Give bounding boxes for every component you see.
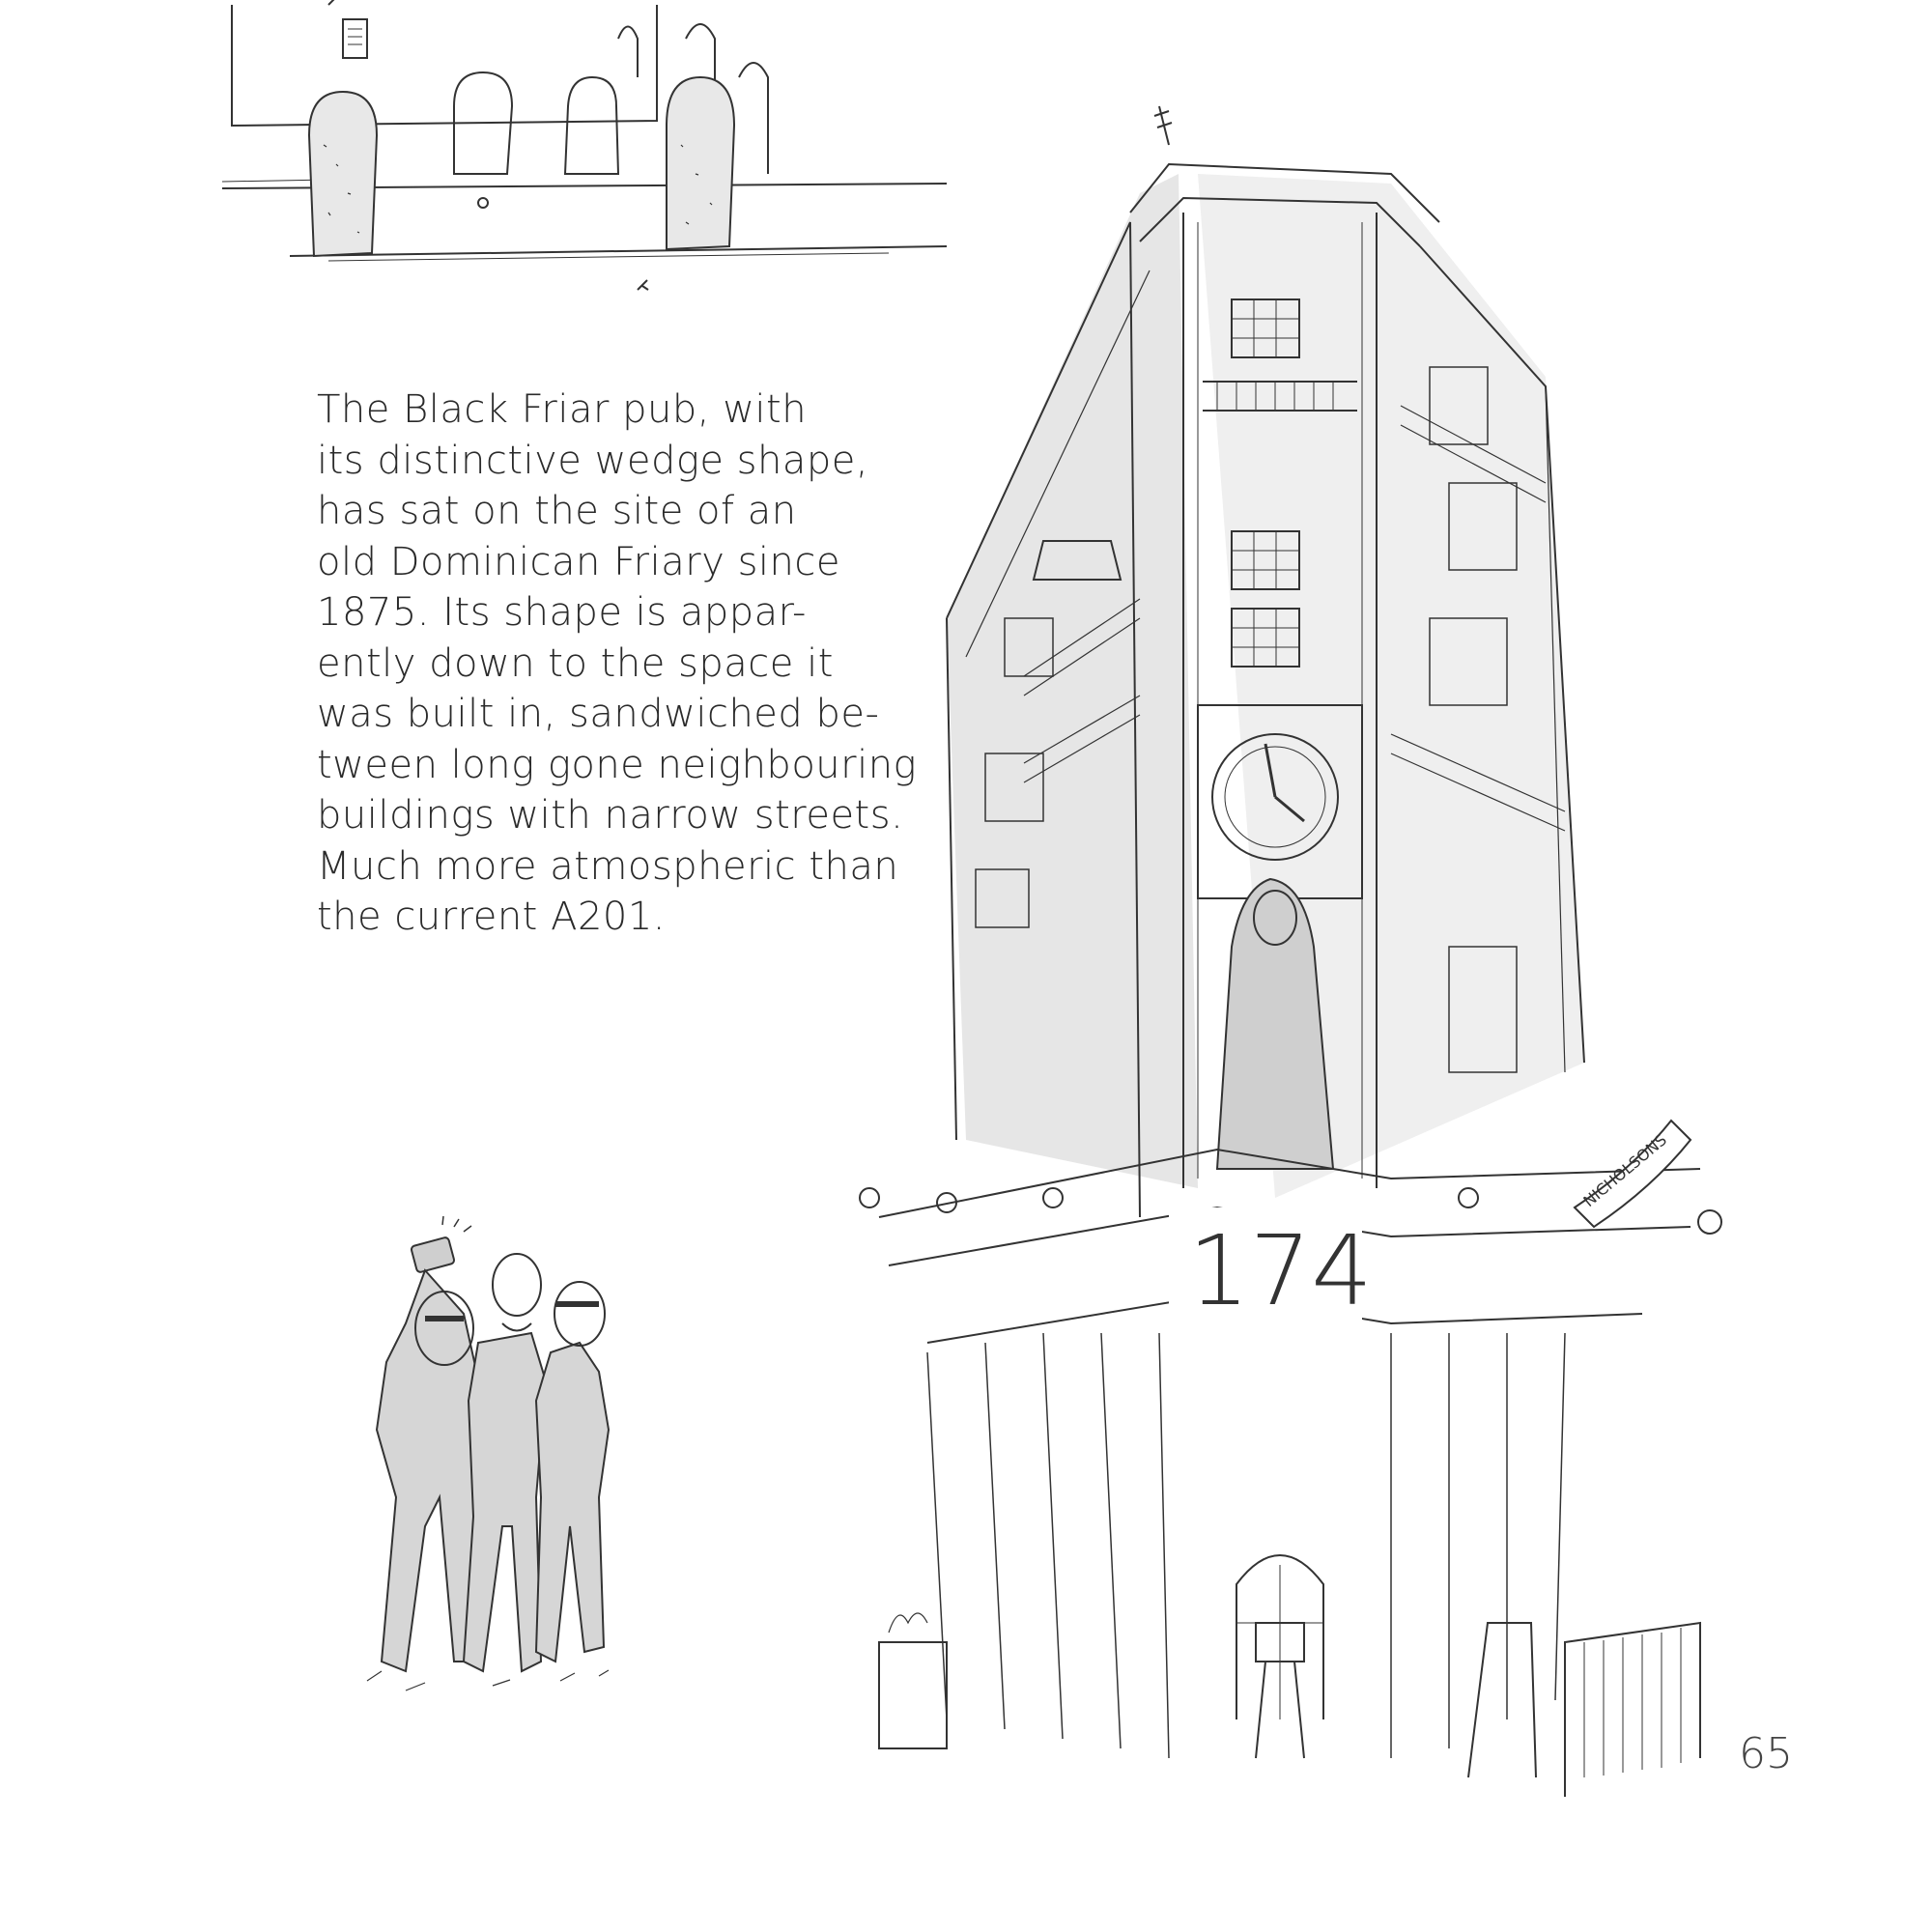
caption-line: tween long gone neighbouring — [317, 742, 918, 787]
bollards-sketch — [213, 0, 947, 309]
caption-line: buildings with narrow streets. — [317, 793, 904, 838]
caption-line: was built in, sandwiched be- — [317, 692, 880, 736]
caption-line: the current A201. — [317, 895, 666, 939]
caption-line: 1875. Its shape is appar- — [317, 590, 807, 635]
selfie-people-sketch — [348, 1208, 676, 1710]
page-number: 65 — [1739, 1729, 1793, 1778]
caption-line: old Dominican Friary since — [317, 539, 840, 584]
caption-line: its distinctive wedge shape, — [317, 438, 869, 483]
black-friar-pub-sketch: 174 NICHOLSONS — [850, 77, 1816, 1797]
pub-number-sign: 174 — [1188, 1214, 1373, 1327]
caption-line: The Black Friar pub, with — [317, 387, 808, 432]
caption-text: The Black Friar pub, with its distinctiv… — [317, 384, 918, 943]
caption-line: ently down to the space it — [317, 640, 834, 686]
caption-line: Much more atmospheric than — [317, 843, 899, 889]
caption-line: has sat on the site of an — [317, 489, 797, 533]
